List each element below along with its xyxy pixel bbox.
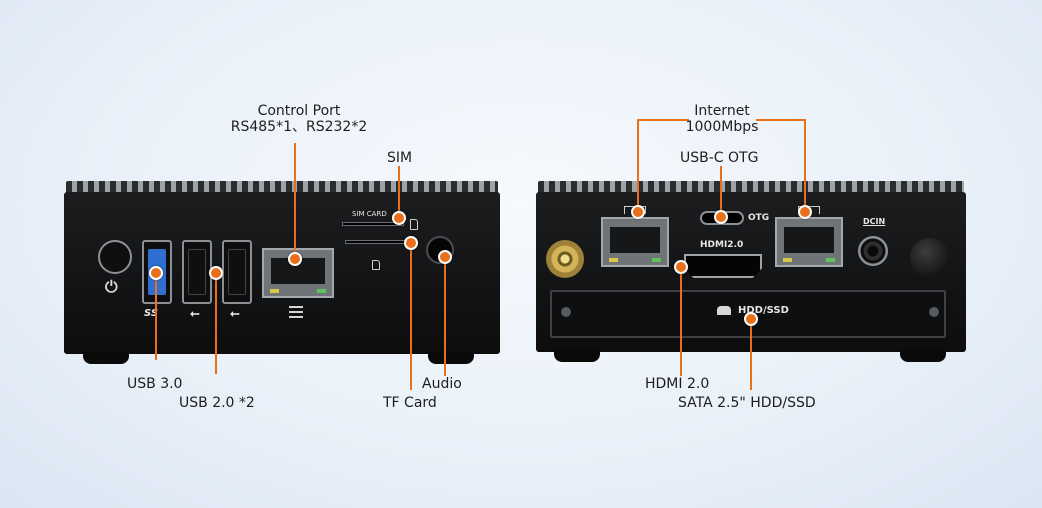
settings-sliders-icon [289, 306, 303, 318]
sim-label: SIM [387, 150, 413, 166]
control-port-title: Control Port [257, 103, 341, 119]
usb-c-marker [714, 210, 728, 224]
usb3-marker [149, 266, 163, 280]
sata-label: SATA 2.5" HDD/SSD [678, 395, 816, 411]
usb2-marker [209, 266, 223, 280]
sim-marker [392, 211, 406, 225]
tf-card-label: TF Card [383, 395, 437, 411]
control-port-label: Control Port RS485*1、RS232*2 [214, 103, 384, 135]
hdmi-port[interactable] [684, 254, 762, 278]
sata-marker [744, 312, 758, 326]
hdmi-text: HDMI2.0 [700, 240, 744, 250]
usb2-label: USB 2.0 *2 [179, 395, 255, 411]
screw-right [929, 307, 939, 317]
power-button[interactable] [98, 240, 132, 274]
control-port-detail: RS485*1、RS232*2 [230, 119, 368, 135]
dcin-text: DCIN [863, 217, 886, 226]
sd-card-icon [372, 260, 380, 270]
control-port-marker [288, 252, 302, 266]
round-button[interactable] [910, 238, 950, 278]
audio-marker [438, 250, 452, 264]
usb-icon: ⭠ [230, 306, 240, 320]
hdd-icon [717, 306, 731, 315]
right-foot-right [900, 350, 946, 362]
lan-port-1[interactable] [601, 217, 669, 267]
sim-card-text: SIM CARD [352, 210, 387, 218]
internet-speed: 1000Mbps [685, 119, 759, 135]
left-foot-right [428, 352, 474, 364]
dc-in-jack[interactable] [858, 236, 888, 266]
right-foot-left [554, 350, 600, 362]
hdmi-label: HDMI 2.0 [645, 376, 710, 392]
usb3-label: USB 3.0 [127, 376, 183, 392]
screw-left [561, 307, 571, 317]
internet-title: Internet [694, 103, 750, 119]
hdmi-marker [674, 260, 688, 274]
internet-label: Internet 1000Mbps [664, 103, 780, 135]
power-icon: ⏻ [105, 277, 118, 296]
sim-card-icon [410, 219, 418, 230]
left-foot-left [83, 352, 129, 364]
otg-text: OTG [748, 213, 770, 223]
audio-label: Audio [422, 376, 462, 392]
lan1-marker [631, 205, 645, 219]
usb2-port-2[interactable] [222, 240, 252, 304]
right-heatsink-fins [538, 181, 964, 193]
tf-card-marker [404, 236, 418, 250]
antenna-connector-icon [546, 240, 584, 278]
sim-card-slot[interactable] [342, 222, 404, 226]
lan-port-2[interactable] [775, 217, 843, 267]
usb2-port-1[interactable] [182, 240, 212, 304]
lan2-marker [798, 205, 812, 219]
hdd-ssd-text: HDD/SSD [738, 305, 789, 316]
usb-icon: ⭠ [190, 306, 200, 320]
ss-usb-icon: SS [144, 308, 159, 319]
left-heatsink-fins [66, 181, 498, 193]
tf-card-slot[interactable] [345, 240, 413, 244]
usb-c-otg-label: USB-C OTG [680, 150, 759, 166]
